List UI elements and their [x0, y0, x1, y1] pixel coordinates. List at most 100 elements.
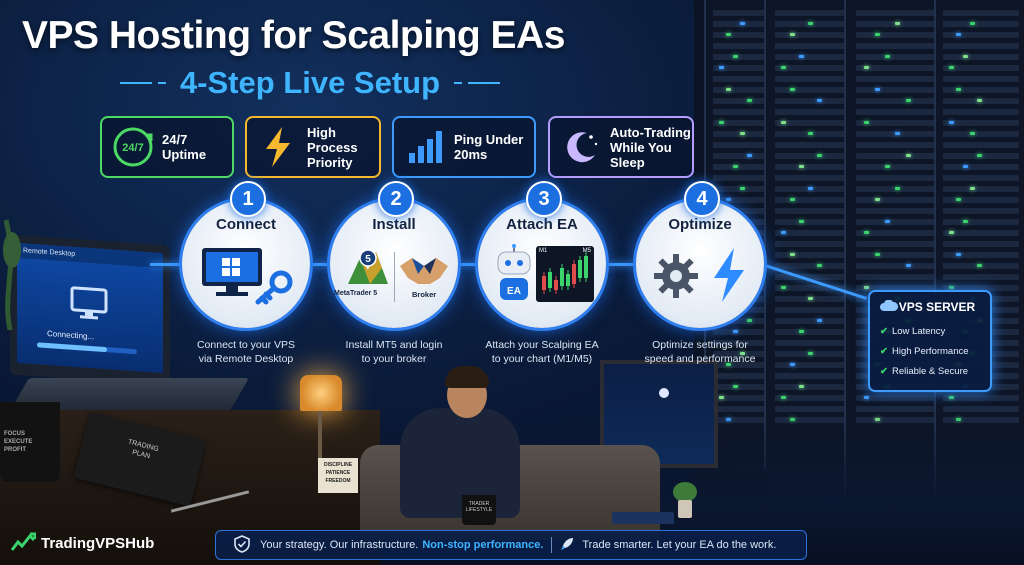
rack-slot: [943, 21, 1019, 27]
status-led: [790, 253, 796, 256]
status-led: [781, 231, 787, 234]
vps-feature-label: High Performance: [891, 346, 969, 357]
status-led: [905, 99, 911, 102]
rack-slot: [943, 120, 1019, 126]
status-led: [948, 286, 954, 289]
status-led: [963, 165, 968, 168]
step-description: Optimize settings for speed and performa…: [644, 339, 756, 365]
candle: [566, 274, 570, 286]
status-led: [864, 66, 870, 69]
coffee-mug-text: TRADER LIFESTYLE: [465, 501, 493, 513]
rack-slot: [943, 65, 1019, 71]
status-led: [781, 121, 787, 124]
status-led: [799, 55, 804, 58]
rack-slot: [774, 76, 868, 82]
flow-line: [458, 263, 480, 266]
sign-text: DISCIPLINE PATIENCE FREEDOM: [323, 462, 353, 484]
rack-slot: [943, 175, 1019, 181]
rack-slot: [713, 197, 789, 203]
rack-slot: [713, 307, 789, 313]
status-led: [816, 99, 822, 102]
feature-auto-trading: Auto-Trading While You Sleep: [548, 116, 694, 178]
rack-slot: [774, 241, 868, 247]
candle: [554, 280, 558, 290]
rack-slot: [943, 10, 1019, 16]
monitor-windows-icon: [200, 246, 264, 305]
rack-slot: [856, 219, 966, 225]
ea-label: EA: [507, 286, 521, 297]
candle: [560, 268, 564, 286]
coffee-mug: TRADER LIFESTYLE: [462, 495, 496, 525]
rack-slot: [713, 131, 789, 137]
rack-slot: [713, 362, 789, 368]
step-title: Connect: [216, 216, 276, 233]
mug-text: FOCUS EXECUTE PROFIT: [4, 431, 33, 453]
rack-slot: [713, 54, 789, 60]
step-connect: Connect: [182, 200, 310, 328]
rack-slot: [856, 274, 966, 280]
handshake-icon: [398, 252, 450, 293]
status-led: [816, 264, 822, 267]
rocket-icon: [560, 537, 574, 554]
candle: [584, 256, 588, 278]
rack-slot: [774, 197, 868, 203]
status-led: [885, 220, 890, 223]
rack-slot: [856, 21, 966, 27]
rack-slot: [856, 65, 966, 71]
status-led: [977, 264, 983, 267]
rack-slot: [713, 329, 789, 335]
rack-slot: [856, 164, 966, 170]
status-led: [747, 154, 753, 157]
status-led: [885, 55, 890, 58]
vps-feature: ✔Reliable & Secure: [880, 366, 968, 377]
rack-slot: [943, 406, 1019, 412]
status-led: [790, 33, 796, 36]
status-led: [790, 88, 796, 91]
status-led: [718, 121, 724, 124]
rack-slot: [943, 219, 1019, 225]
status-led: [905, 264, 911, 267]
status-led: [963, 220, 968, 223]
status-led: [807, 22, 813, 25]
status-led: [874, 88, 880, 91]
rack-slot: [856, 10, 966, 16]
status-led: [725, 33, 731, 36]
timeframe-m1: M1: [539, 248, 548, 254]
rack-slot: [774, 329, 868, 335]
status-led: [905, 154, 911, 157]
status-led: [747, 319, 753, 322]
rack-slot: [856, 43, 966, 49]
status-led: [747, 99, 753, 102]
step-description: Connect to your VPS via Remote Desktop: [196, 339, 296, 365]
footer-cta: Trade smarter. Let your EA do the work.: [582, 539, 777, 551]
vps-title: VPS SERVER: [898, 300, 976, 314]
rack-slot: [943, 142, 1019, 148]
rack-slot: [713, 32, 789, 38]
footer-tagline: Your strategy. Our infrastructure.: [260, 539, 419, 551]
step-title: Install: [372, 216, 416, 233]
rack-slot: [856, 406, 966, 412]
bull-logo-icon: [10, 532, 37, 554]
plant-icon: [670, 480, 700, 520]
subtitle-row: 4-Step Live Setup: [100, 65, 520, 100]
feature-label: High Process Priority: [307, 124, 358, 170]
rack-slot: [713, 373, 789, 379]
rack-slot: [943, 197, 1019, 203]
rack-slot: [856, 263, 966, 269]
progress-bar: [37, 342, 137, 355]
status-led: [864, 286, 870, 289]
status-led: [740, 22, 746, 25]
rack-slot: [774, 32, 868, 38]
status-led: [790, 198, 796, 201]
status-led: [874, 253, 880, 256]
status-led: [895, 132, 901, 135]
status-led: [807, 352, 813, 355]
brand-name: TradingVPSHub: [41, 534, 155, 552]
rack-slot: [774, 274, 868, 280]
rack-slot: [943, 32, 1019, 38]
status-led: [718, 66, 724, 69]
rack-slot: [774, 340, 868, 346]
status-led: [807, 132, 813, 135]
page-subtitle: 4-Step Live Setup: [179, 65, 441, 100]
